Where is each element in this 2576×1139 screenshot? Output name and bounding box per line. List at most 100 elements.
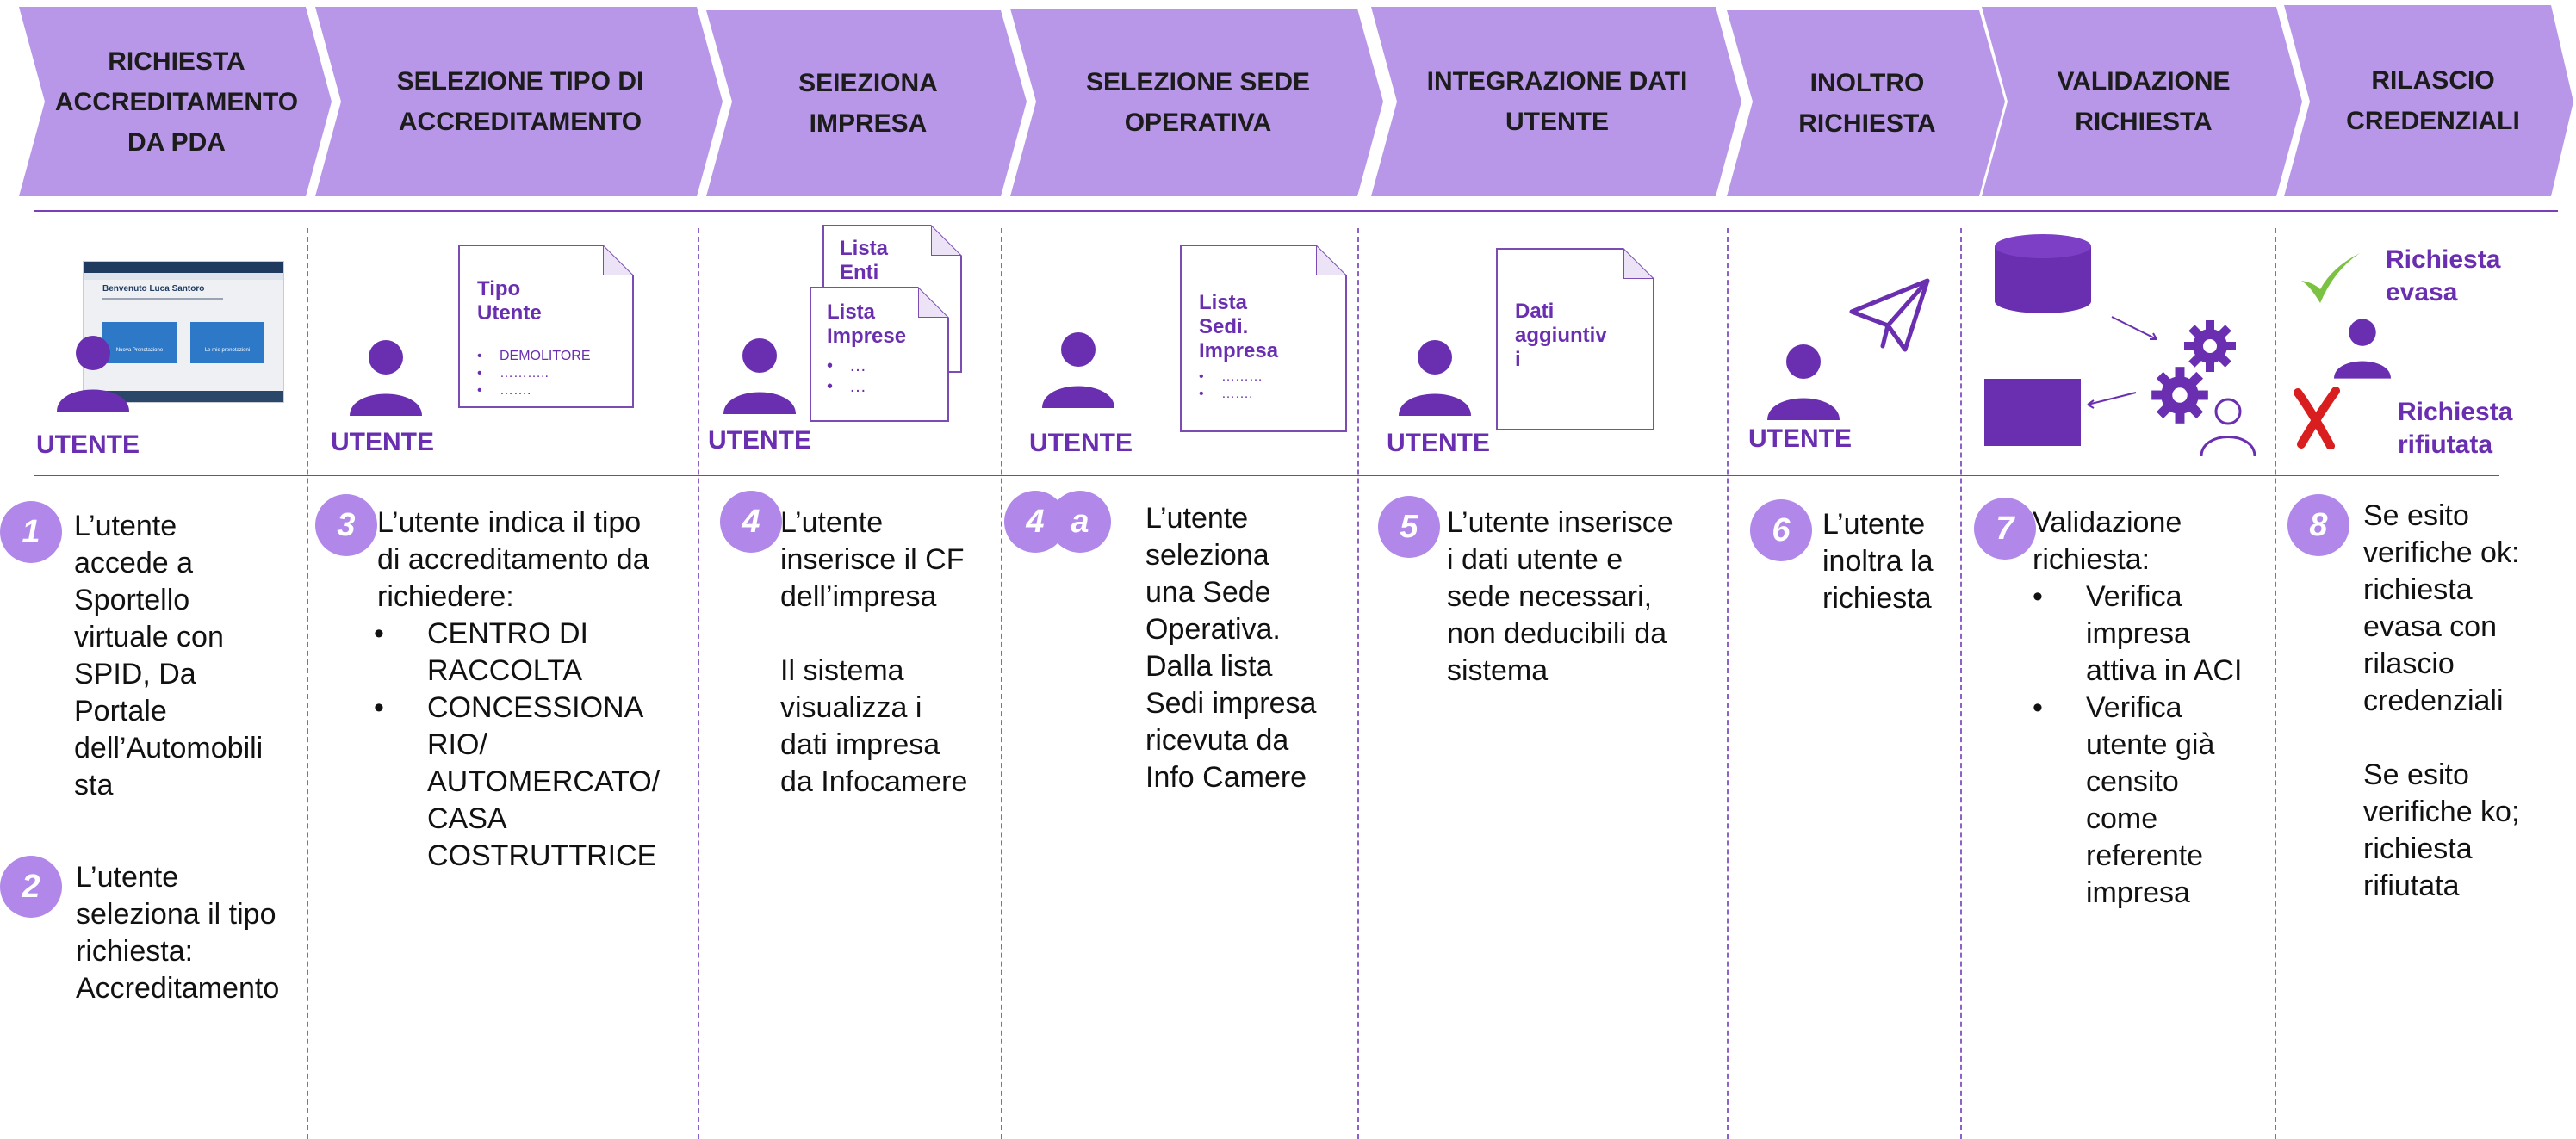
column-divider: [2275, 228, 2276, 1139]
user-icon: [1042, 332, 1114, 408]
gear-icon: [2184, 320, 2236, 372]
step-6-description: L’utente inoltra la richiesta: [1822, 508, 1934, 615]
page-fold-icon: [931, 225, 962, 256]
check-icon: [2301, 253, 2360, 303]
doc-title: Lista Enti: [840, 237, 889, 284]
lista-imprese-document: Lista Imprese … …: [810, 287, 949, 422]
portal-header-bar: [84, 262, 283, 273]
column-divider: [1001, 228, 1002, 1139]
step-2-description: L’utente seleziona il tipo richiesta: Ac…: [76, 861, 280, 1005]
step-2-label: SELEZIONE TIPO DI ACCREDITAMENTO: [396, 67, 644, 136]
portal-footer-bar: [84, 391, 283, 402]
step-1-label: RICHIESTA ACCREDITAMENTO DA PDA: [54, 46, 299, 157]
actor-label: UTENTE: [1748, 424, 1852, 453]
chevron-step-3: [706, 10, 1027, 196]
step-badge-8: 8: [2287, 494, 2349, 556]
accreditation-option: CENTRO DI RACCOLTA: [374, 616, 660, 690]
portal-subtitle-line: [102, 298, 223, 300]
page-fold-icon: [1623, 248, 1654, 279]
doc-item-list: ……… …….: [1199, 368, 1263, 403]
doc-item: …: [827, 356, 866, 376]
step-badge-2: 2: [0, 856, 62, 918]
lista-sedi-document: Lista Sedi. Impresa ……… …….: [1180, 245, 1347, 432]
top-separator: [34, 210, 2558, 212]
validation-check: Verifica utente già censito come referen…: [2033, 690, 2242, 912]
step-badge-5: 5: [1378, 496, 1440, 558]
step-5-description: L’utente inserisce i dati utente e sede …: [1447, 506, 1673, 687]
step-badge-3: 3: [315, 494, 377, 556]
column-divider: [1357, 228, 1359, 1139]
step-badge-6: 6: [1750, 499, 1812, 561]
page-fold-icon: [918, 287, 949, 318]
doc-item: DEMOLITORE: [477, 348, 591, 365]
doc-title: Tipo Utente: [477, 277, 542, 325]
chevron-step-5: [1371, 7, 1741, 196]
step-7-label: VALIDAZIONE RICHIESTA: [2057, 67, 2231, 136]
chevron-step-7: [1982, 7, 2302, 196]
step-6-label: INOLTRO RICHIESTA: [1798, 69, 1936, 138]
actor-label: UTENTE: [331, 428, 434, 456]
doc-item: …….: [1199, 386, 1263, 403]
step-badge-4a-letter: a: [1049, 491, 1111, 553]
doc-item-list: DEMOLITORE ……….. …….: [477, 348, 591, 399]
gear-icon: [2151, 367, 2208, 424]
step-8-description: Se esito verifiche ok: richiesta evasa c…: [2363, 499, 2520, 902]
column-divider: [1727, 228, 1729, 1139]
portal-card-label: Nuova Prenotazione: [115, 348, 164, 353]
chevron-step-4: [1010, 9, 1383, 196]
step-8-label: RILASCIO CREDENZIALI: [2346, 66, 2520, 135]
cross-icon: [2294, 387, 2340, 449]
step-5-label: INTEGRAZIONE DATI UTENTE: [1426, 67, 1688, 136]
chevron-step-2: [315, 7, 723, 196]
portal-card-new-booking: Nuova Prenotazione: [102, 322, 177, 363]
chevron-step-1: [19, 7, 332, 196]
page-fold-icon: [603, 245, 634, 275]
chevron-step-8: [2284, 5, 2573, 196]
column-divider: [307, 228, 308, 1139]
portal-greeting: Benvenuto Luca Santoro: [102, 284, 205, 294]
step-badge-7: 7: [1974, 498, 2036, 560]
user-outline-icon: [2200, 398, 2256, 457]
user-icon: [723, 338, 796, 414]
connection-arrows-icon: [2087, 316, 2157, 409]
doc-title: Lista Imprese: [827, 300, 907, 348]
column-divider: [1960, 228, 1962, 1139]
step-4-label: SELEZIONE SEDE OPERATIVA: [1085, 68, 1311, 137]
step-4a-description: L’utente seleziona una Sede Operativa. D…: [1145, 502, 1317, 794]
doc-item: ………..: [477, 365, 591, 382]
paper-plane-icon: [1849, 278, 1930, 352]
actor-label: UTENTE: [708, 426, 811, 455]
user-icon: [57, 336, 129, 412]
doc-item: …: [827, 376, 866, 397]
server-block-icon: [1984, 379, 2081, 446]
status-rifiutata: Richiesta rifiutata: [2398, 398, 2513, 459]
user-icon: [350, 340, 422, 416]
chevron-step-6: [1727, 10, 2005, 196]
portal-nav-bar: [84, 273, 283, 280]
accreditation-option: CONCESSIONA RIO/ AUTOMERCATO/ CASA COSTR…: [374, 690, 660, 875]
doc-item: …….: [477, 382, 591, 399]
user-icon: [1399, 340, 1471, 416]
portal-screenshot-thumbnail: Benvenuto Luca Santoro Nuova Prenotazion…: [83, 261, 284, 403]
doc-item-list: … …: [827, 356, 866, 397]
doc-title: Dati aggiuntiv i: [1515, 300, 1607, 371]
portal-card-label: Le mie prenotazioni: [204, 348, 251, 353]
portal-card-my-bookings: Le mie prenotazioni: [190, 322, 264, 363]
process-bar: [19, 5, 2573, 196]
step-badge-4: 4: [720, 491, 782, 553]
column-divider: [698, 228, 699, 1139]
middle-separator: [34, 475, 2499, 476]
step-1-description: L’utente accede a Sportello virtuale con…: [74, 510, 264, 802]
user-icon: [1767, 344, 1840, 420]
step-4-description: L’utente inserisce il CF dell’impresa Il…: [780, 506, 968, 798]
actor-label: UTENTE: [1029, 429, 1133, 457]
step-badge-1: 1: [0, 501, 62, 563]
step-7-description: Validazione richiesta:: [2033, 506, 2182, 576]
validation-check: Verifica impresa attiva in ACI: [2033, 579, 2242, 690]
tipo-utente-document: Tipo Utente DEMOLITORE ……….. …….: [458, 245, 634, 408]
status-evasa: Richiesta evasa: [2386, 245, 2501, 306]
step-3-accreditation-list: CENTRO DI RACCOLTA CONCESSIONA RIO/ AUTO…: [374, 616, 660, 875]
step-7-checks-list: Verifica impresa attiva in ACI Verifica …: [2033, 579, 2242, 912]
step-3-description: L’utente indica il tipo di accreditament…: [377, 506, 649, 613]
step-3-label: SEIEZIONA IMPRESA: [798, 69, 938, 138]
